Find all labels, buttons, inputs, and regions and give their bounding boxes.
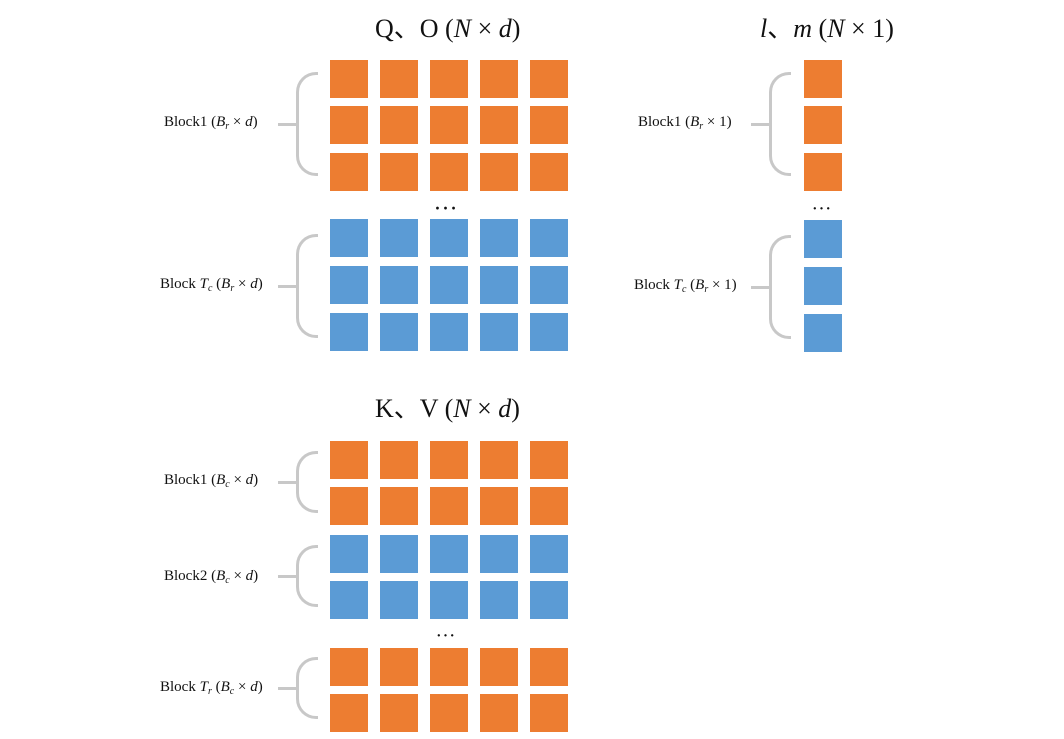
qo-cell: [480, 60, 518, 98]
kv-cell: [480, 581, 518, 619]
qo-cell: [380, 106, 418, 144]
qo-cell: [480, 266, 518, 304]
qo-cell: [430, 153, 468, 191]
qo-cell: [380, 60, 418, 98]
kv-cell: [430, 694, 468, 732]
qo-block1-bracket-tick: [278, 123, 296, 126]
qo-cell: [380, 153, 418, 191]
kv-cell: [480, 535, 518, 573]
kv-cell: [380, 535, 418, 573]
lm-cell: [804, 153, 842, 191]
lm-cell: [804, 267, 842, 305]
kv-ellipsis: …: [435, 619, 457, 642]
qo-block1-bracket: [296, 72, 318, 176]
qo-cell: [480, 106, 518, 144]
qo-cell: [430, 266, 468, 304]
kv-cell: [330, 581, 368, 619]
kv-cell: [330, 694, 368, 732]
kv-block-tr-bracket-tick: [278, 687, 296, 690]
kv-cell: [380, 694, 418, 732]
kv-cell: [480, 441, 518, 479]
qo-block-tc-bracket-tick: [278, 285, 296, 288]
kv-cell: [530, 581, 568, 619]
kv-cell: [430, 581, 468, 619]
kv-block1-bracket-tick: [278, 481, 296, 484]
kv-cell: [530, 694, 568, 732]
qo-cell: [330, 219, 368, 257]
kv-cell: [530, 487, 568, 525]
qo-cell: [330, 313, 368, 351]
kv-block1-bracket: [296, 451, 318, 513]
qo-cell: [330, 266, 368, 304]
kv-cell: [480, 487, 518, 525]
qo-cell: [480, 153, 518, 191]
qo-cell: [530, 153, 568, 191]
qo-cell: [430, 313, 468, 351]
qo-cell: [330, 153, 368, 191]
qo-block-tc-bracket: [296, 234, 318, 338]
qo-cell: [430, 106, 468, 144]
kv-cell: [430, 535, 468, 573]
qo-cell: [530, 106, 568, 144]
lm-block1-bracket-tick: [751, 123, 769, 126]
qo-cell: [530, 60, 568, 98]
kv-block2-bracket-tick: [278, 575, 296, 578]
kv-cell: [480, 648, 518, 686]
kv-block-tr-bracket: [296, 657, 318, 719]
qo-cell: [530, 266, 568, 304]
qo-cell: [380, 219, 418, 257]
lm-block1-label: Block1 (Br × 1): [638, 114, 732, 132]
lm-block1-bracket: [769, 72, 791, 176]
qo-cell: [530, 313, 568, 351]
qo-title: Q、O (N × d): [375, 14, 521, 43]
kv-cell: [330, 648, 368, 686]
qo-ellipsis: …: [433, 189, 459, 216]
kv-cell: [430, 648, 468, 686]
kv-title: K、V (N × d): [375, 394, 520, 423]
qo-cell: [430, 60, 468, 98]
lm-cell: [804, 220, 842, 258]
kv-cell: [380, 441, 418, 479]
qo-cell: [330, 106, 368, 144]
kv-cell: [530, 535, 568, 573]
kv-cell: [380, 581, 418, 619]
lm-title: l、m (N × 1): [760, 14, 894, 43]
lm-cell: [804, 106, 842, 144]
kv-cell: [530, 648, 568, 686]
kv-cell: [330, 535, 368, 573]
kv-cell: [380, 487, 418, 525]
qo-cell: [380, 266, 418, 304]
kv-cell: [330, 441, 368, 479]
qo-block-tc-label: Block Tc (Br × d): [160, 276, 263, 294]
qo-cell: [380, 313, 418, 351]
qo-cell: [330, 60, 368, 98]
kv-cell: [430, 487, 468, 525]
kv-cell: [380, 648, 418, 686]
kv-cell: [330, 487, 368, 525]
qo-cell: [480, 313, 518, 351]
qo-cell: [430, 219, 468, 257]
kv-block1-label: Block1 (Bc × d): [164, 472, 259, 490]
lm-ellipsis: …: [811, 192, 833, 215]
lm-block-tc-label: Block Tc (Br × 1): [634, 277, 737, 295]
qo-cell: [480, 219, 518, 257]
kv-cell: [530, 441, 568, 479]
kv-block2-bracket: [296, 545, 318, 607]
kv-block2-label: Block2 (Bc × d): [164, 568, 259, 586]
lm-cell: [804, 314, 842, 352]
lm-block-tc-bracket: [769, 235, 791, 339]
lm-block-tc-bracket-tick: [751, 286, 769, 289]
qo-block1-label: Block1 (Br × d): [164, 114, 258, 132]
kv-block-tr-label: Block Tr (Bc × d): [160, 679, 263, 697]
kv-cell: [480, 694, 518, 732]
qo-cell: [530, 219, 568, 257]
kv-cell: [430, 441, 468, 479]
lm-cell: [804, 60, 842, 98]
